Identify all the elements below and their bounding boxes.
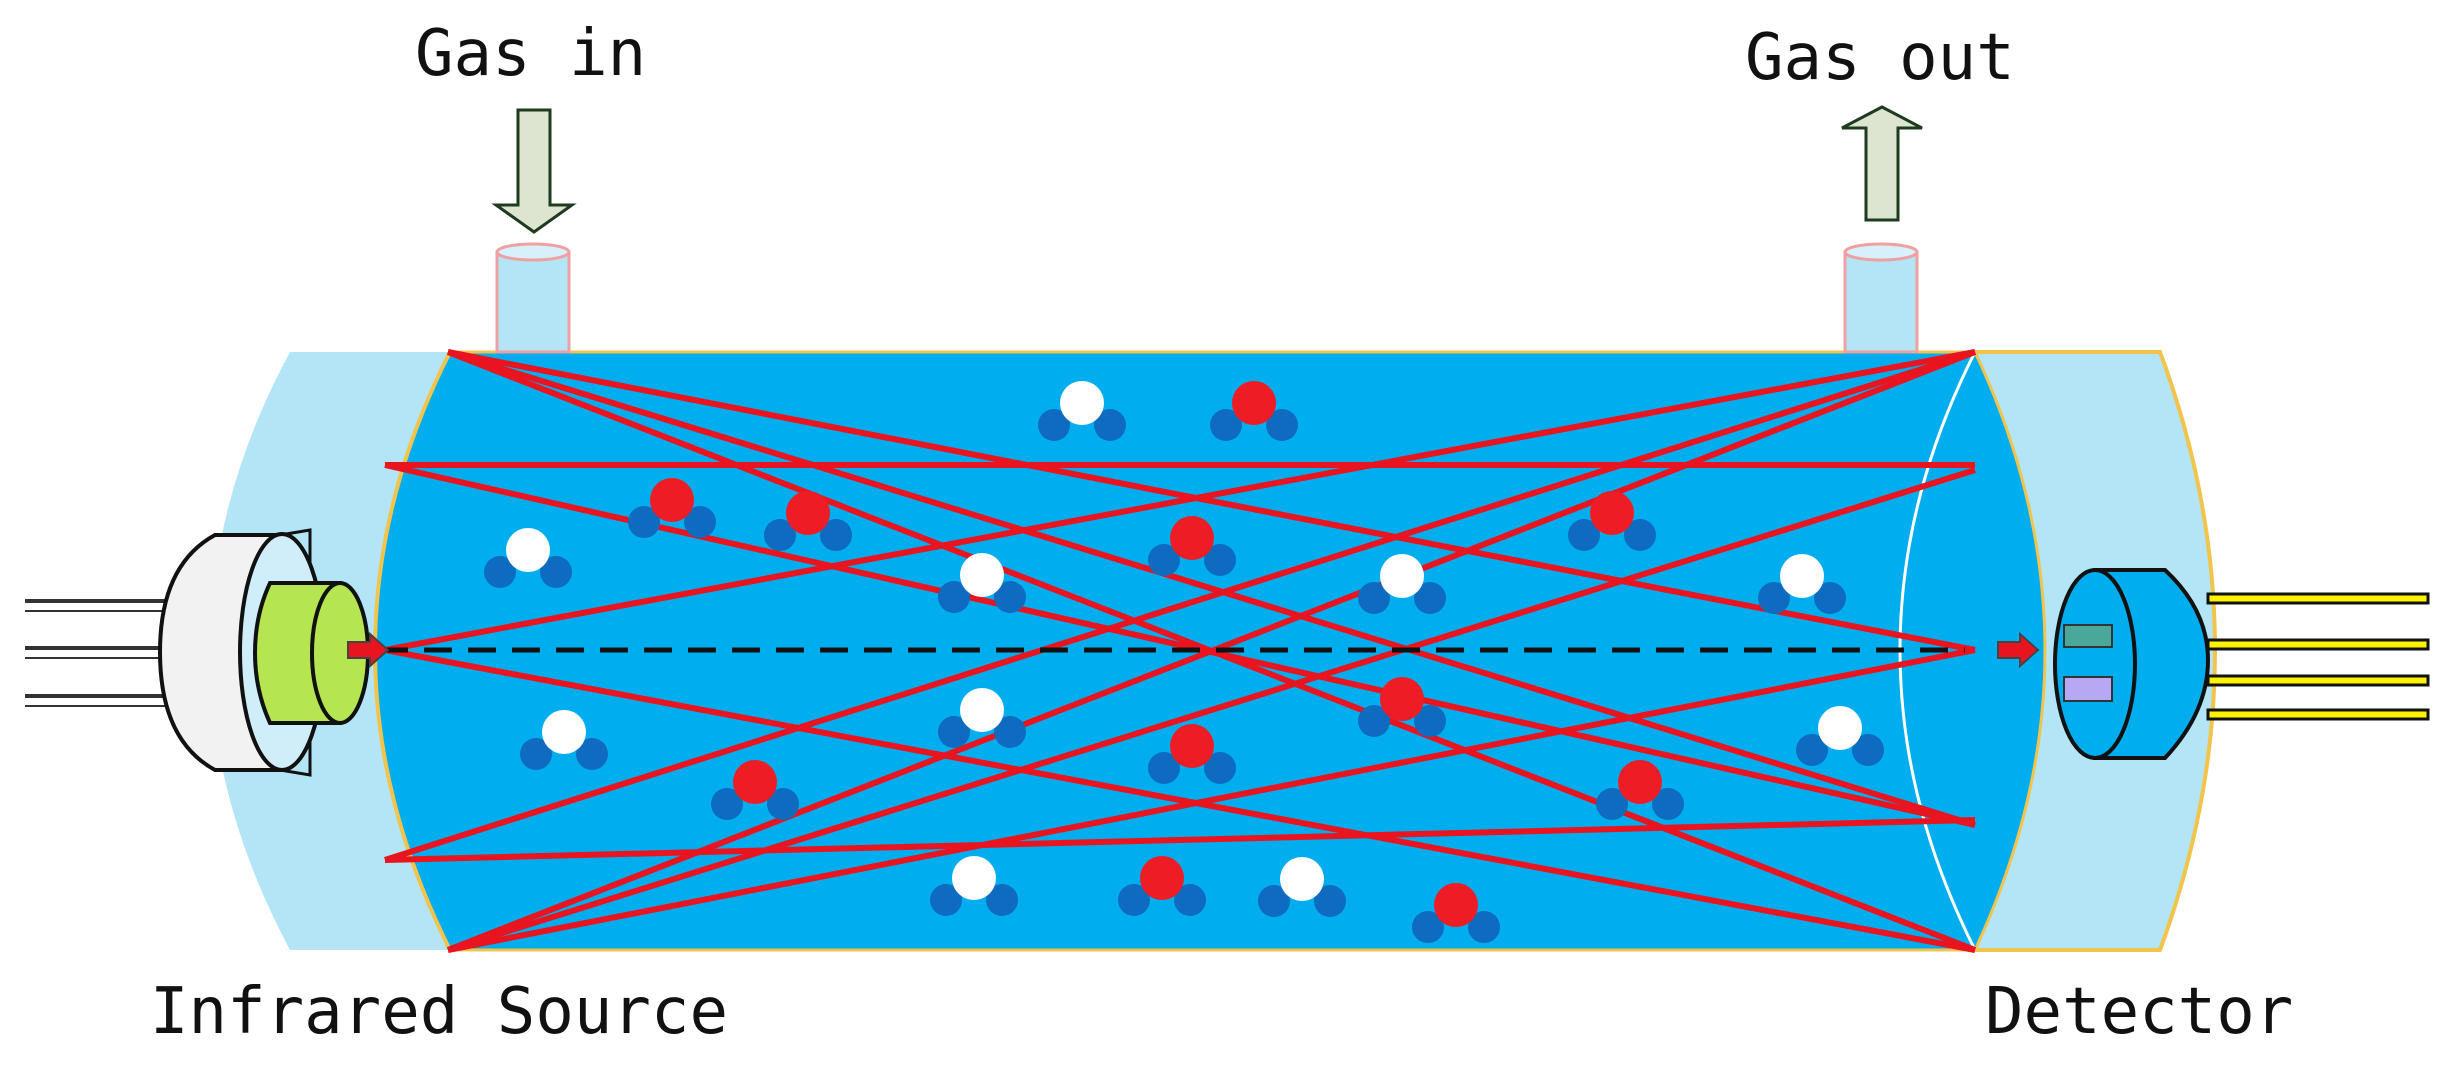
white-molecule [930,856,1018,916]
white-molecule [938,553,1026,613]
red-molecule [1596,760,1684,820]
detector [1997,568,2430,760]
reflected-beam-paths [384,349,1977,953]
gas-in-tube [495,242,571,354]
white-molecule [520,710,608,770]
white-molecule [1796,706,1884,766]
white-molecule [484,528,572,588]
red-molecule [1118,856,1206,916]
red-molecule [711,760,799,820]
detector-beam-arrow [1997,631,2040,669]
white-molecule [1358,554,1446,614]
source-beam-arrow [347,631,390,669]
red-molecule [764,491,852,551]
infrared-source-label: Infrared Source [150,975,728,1049]
red-molecule [628,478,716,538]
detector-label: Detector [1985,975,2294,1049]
red-molecule [1210,381,1298,441]
white-molecule [1758,554,1846,614]
white-molecule [1038,381,1126,441]
gas-in-label: Gas in [415,17,647,91]
white-molecule [938,688,1026,748]
red-molecule [1358,677,1446,737]
red-molecule [1148,516,1236,576]
red-molecule [1148,724,1236,784]
red-molecule [1568,491,1656,551]
gas-out-label: Gas out [1745,21,2015,95]
gas-out-arrow [1841,105,1923,222]
white-molecule [1258,857,1346,917]
red-molecule [1412,883,1500,943]
gas-in-arrow [491,108,577,234]
gas-out-tube [1843,242,1919,354]
gas-molecules [484,381,1884,943]
infrared-source [25,528,390,777]
